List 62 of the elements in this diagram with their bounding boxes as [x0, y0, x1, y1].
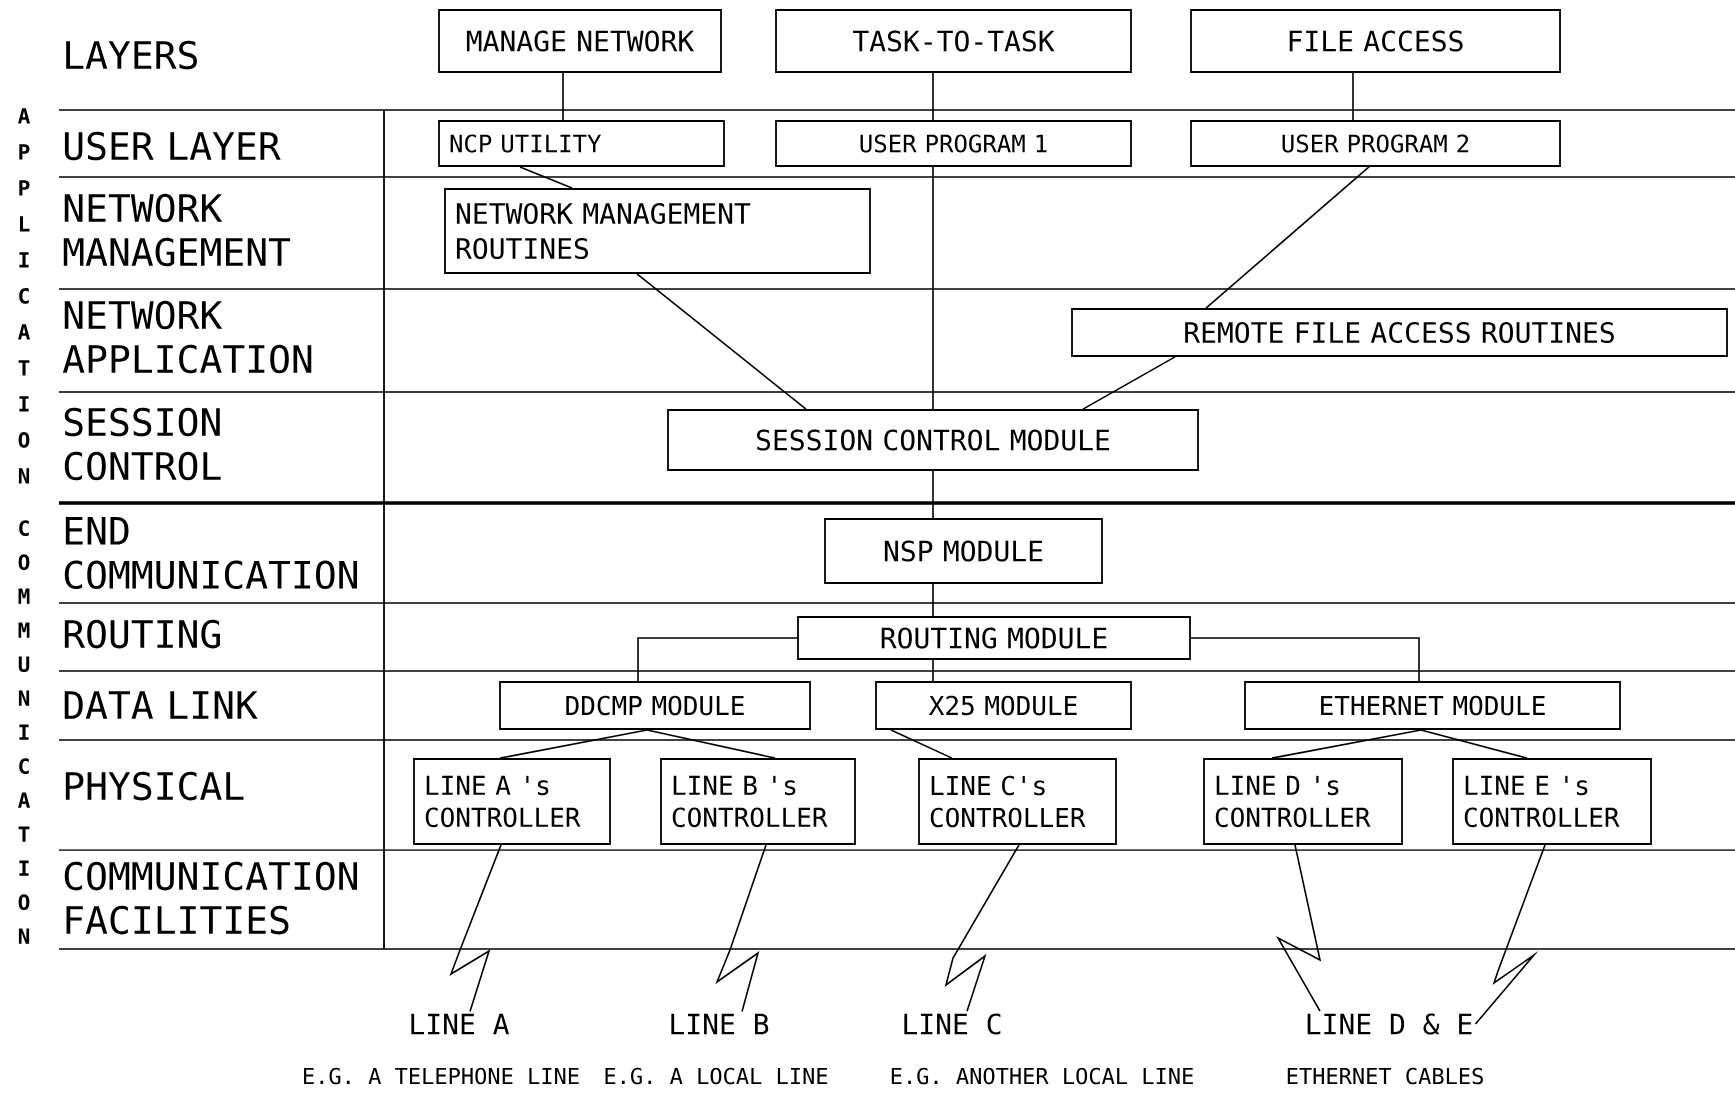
module-box: FILE ACCESS — [1190, 9, 1561, 73]
module-box: X25 MODULE — [875, 681, 1132, 730]
module-box: ROUTING MODULE — [797, 616, 1191, 660]
connector-line — [1205, 166, 1370, 309]
layer-label: LAYERS — [66, 40, 197, 70]
module-box: LINE E 's CONTROLLER — [1452, 758, 1652, 845]
line-label: LINE C — [904, 1013, 1001, 1035]
zigzag-line — [1474, 844, 1546, 1025]
line-description: ETHERNET CABLES — [1287, 1067, 1483, 1085]
line-label: LINE A — [411, 1013, 510, 1035]
zigzag-line — [449, 844, 502, 1013]
module-box: LINE C's CONTROLLER — [918, 758, 1117, 845]
connector-line — [932, 583, 934, 617]
module-box: MANAGE NETWORK — [438, 9, 722, 73]
connector-line — [562, 72, 564, 121]
connector-line — [932, 166, 934, 410]
layer-label: NETWORK MANAGEMENT — [63, 193, 291, 267]
layer-label: SESSION CONTROL — [64, 407, 221, 481]
line-label: LINE D & E — [1307, 1013, 1472, 1035]
module-box: SESSION CONTROL MODULE — [667, 409, 1199, 471]
connector-line — [636, 273, 807, 410]
connector-line — [646, 729, 776, 759]
layer-label: DATA LINK — [64, 691, 258, 719]
connector-line — [1082, 356, 1176, 410]
layer-label: END COMMUNICATION — [64, 516, 357, 590]
connector-line — [932, 72, 934, 121]
connector-line — [932, 659, 934, 682]
module-box: NETWORK MANAGEMENT ROUTINES — [444, 188, 871, 274]
connector-line — [499, 729, 648, 759]
module-box: DDCMP MODULE — [499, 681, 811, 730]
module-box: USER PROGRAM 2 — [1190, 120, 1561, 167]
connector-line — [1271, 729, 1422, 759]
layer-label: COMMUNICATION FACILITIES — [64, 861, 357, 935]
layer-label: PHYSICAL — [65, 771, 244, 801]
module-box: NCP UTILITY — [438, 120, 725, 167]
line-description: E.G. A LOCAL LINE — [605, 1067, 828, 1085]
module-box: USER PROGRAM 1 — [775, 120, 1132, 167]
module-box: LINE A 's CONTROLLER — [413, 758, 611, 845]
vertical-label: APPLICATION — [18, 108, 30, 484]
vertical-label: COMMUNICATION — [18, 520, 30, 944]
module-box: NSP MODULE — [824, 518, 1103, 584]
module-box: TASK-TO-TASK — [775, 9, 1132, 73]
zigzag-line — [1275, 844, 1322, 1013]
layer-label: USER LAYER — [64, 131, 281, 161]
line-label: LINE B — [671, 1013, 769, 1035]
module-box: REMOTE FILE ACCESS ROUTINES — [1071, 308, 1728, 357]
module-box: LINE D 's CONTROLLER — [1203, 758, 1403, 845]
connector-line — [1420, 729, 1528, 759]
connector-line — [890, 729, 953, 759]
line-description: E.G. A TELEPHONE LINE — [304, 1067, 579, 1085]
module-box: ETHERNET MODULE — [1244, 681, 1621, 730]
layer-label: ROUTING — [64, 619, 220, 649]
connector-line — [519, 166, 573, 189]
module-box: LINE B 's CONTROLLER — [660, 758, 856, 845]
zigzag-line — [944, 844, 1020, 1013]
zigzag-line — [715, 844, 767, 1013]
connector-line — [1190, 637, 1420, 682]
connector-line — [637, 637, 798, 682]
connector-line — [1352, 72, 1354, 121]
layer-label: NETWORK APPLICATION — [62, 300, 312, 374]
line-description: E.G. ANOTHER LOCAL LINE — [891, 1067, 1193, 1085]
connector-line — [932, 470, 934, 519]
